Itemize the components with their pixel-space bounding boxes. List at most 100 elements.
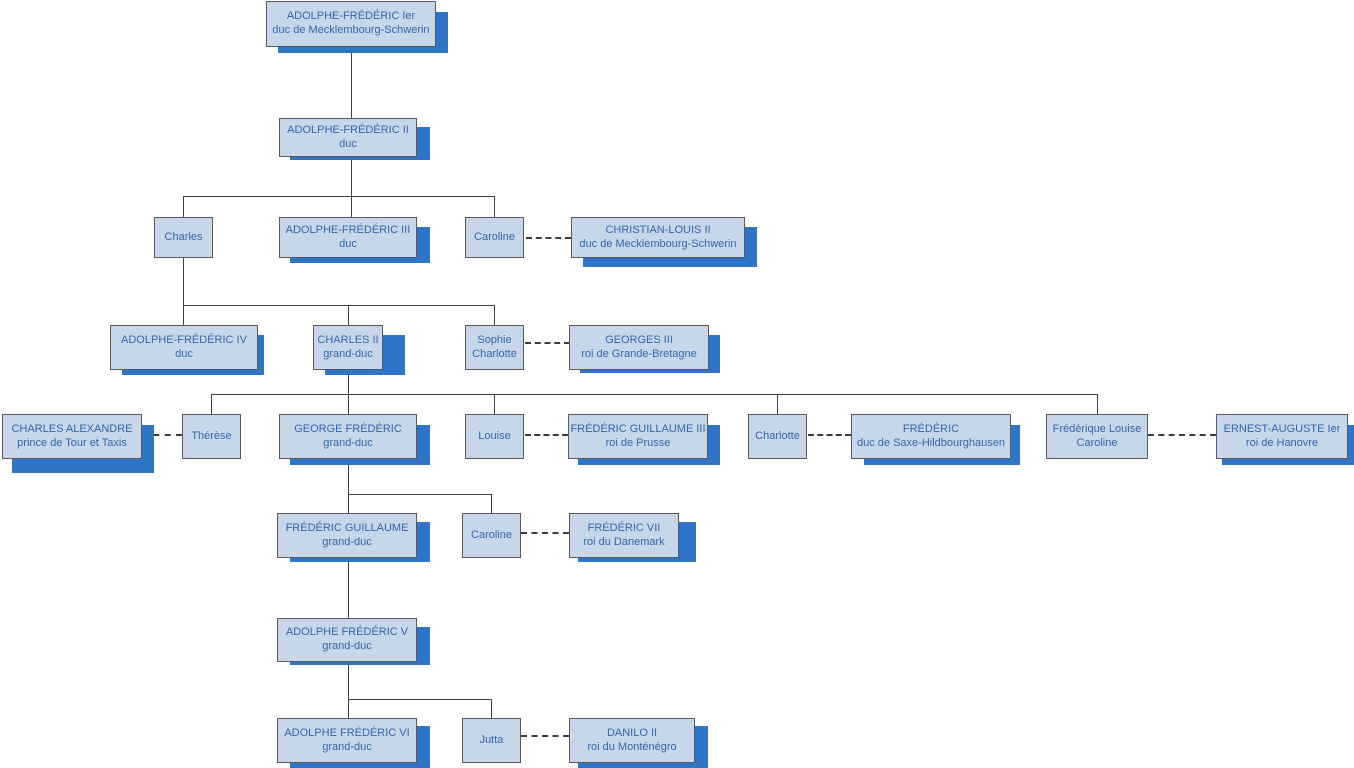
marriage-louise-fg3 [525,434,568,436]
sibling-bar-level6 [348,494,491,495]
connector-louise-up [494,394,495,414]
node-christian-louis-2[interactable]: CHRISTIAN-LOUIS II duc de Mecklembourg-S… [571,217,745,258]
connector-charles-up [183,196,184,217]
connector-af2-down [351,157,352,196]
node-title: grand-duc [322,740,372,753]
node-frederic-guillaume-3[interactable]: FRÉDÉRIC GUILLAUME III roi de Prusse [568,414,708,459]
node-title: roi de Prusse [605,436,671,449]
connector-fg-af5 [348,559,349,618]
node-title: duc de Mecklembourg-Schwerin [272,24,430,36]
node-title: roi de Grande-Bretagne [581,347,697,360]
connector-charles2-down [348,370,349,394]
node-name: ADOLPHE FRÉDÉRIC VI [284,726,410,739]
node-name: Charlotte [755,429,800,442]
node-georges-3[interactable]: GEORGES III roi de Grande-Bretagne [569,325,709,370]
node-name: DANILO II [606,726,658,739]
node-af5[interactable]: ADOLPHE FRÉDÉRIC V grand-duc [277,618,417,662]
node-caroline-2[interactable]: Caroline [462,513,521,558]
node-name: FRÉDÉRIC GUILLAUME [285,521,409,534]
connector-flc-up [1097,394,1098,414]
node-george-frederic[interactable]: GEORGE FRÉDÉRIC grand-duc [279,414,417,459]
sibling-bar-level4 [183,305,494,306]
node-af2[interactable]: ADOLPHE-FRÉDÉRIC II duc [279,118,417,157]
node-name: ADOLPHE-FRÉDÉRIC III [285,223,411,236]
sibling-bar-level5 [211,394,1097,395]
node-frederique-louise-caroline[interactable]: Frédérique Louise Caroline [1046,414,1148,459]
node-name: Thérèse [191,429,232,442]
connector-charles2-up [348,305,349,325]
node-af6[interactable]: ADOLPHE FRÉDÉRIC VI grand-duc [277,718,417,763]
connector-fg-up [348,494,349,513]
node-charlotte[interactable]: Charlotte [748,414,807,459]
node-title: roi du Monténégro [587,740,677,753]
node-name: Charles [164,230,203,243]
sibling-bar-level3 [183,196,495,197]
node-af4[interactable]: ADOLPHE-FRÉDÉRIC IV duc [110,325,258,370]
connector-af5-down [348,662,349,699]
node-name: FRÉDÉRIC GUILLAUME III [570,422,706,435]
node-title: duc [175,347,193,360]
node-louise[interactable]: Louise [465,414,524,459]
node-sophie-charlotte[interactable]: Sophie Charlotte [465,325,524,370]
node-charles[interactable]: Charles [154,217,213,258]
node-af3[interactable]: ADOLPHE-FRÉDÉRIC III duc [279,217,417,258]
connector-gf-up [348,394,349,414]
node-name: Louise [478,429,511,442]
node-title: Charlotte [472,347,517,360]
node-name: ADOLPHE-FRÉDÉRIC II [287,123,409,136]
node-ernest-auguste-1[interactable]: ERNEST-AUGUSTE Ier roi de Hanovre [1216,414,1348,459]
node-title: grand-duc [322,640,372,652]
connector-af6-up [348,699,349,718]
node-name: Caroline [474,230,515,243]
node-title: duc [339,237,357,250]
connector-gf-down [348,459,349,494]
node-title: roi du Danemark [583,535,665,548]
connector-charlotte-up [777,394,778,414]
node-title: duc de Mecklembourg-Schwerin [579,237,737,250]
node-name: Caroline [471,528,512,541]
node-name: CHARLES ALEXANDRE [11,422,133,435]
node-charles-2[interactable]: CHARLES II grand-duc [313,325,383,370]
node-charles-alexandre[interactable]: CHARLES ALEXANDRE prince de Tour et Taxi… [2,414,142,459]
node-name: ADOLPHE FRÉDÉRIC V [285,626,409,639]
sibling-bar-level8 [348,699,491,700]
node-title: duc [339,137,357,150]
node-name: Jutta [479,733,504,746]
connector-sophie-up [494,305,495,325]
node-title: grand-duc [322,535,372,548]
marriage-jutta-danilo2 [521,735,569,737]
node-name: ADOLPHE-FRÉDÉRIC IV [121,333,247,346]
node-name: CHRISTIAN-LOUIS II [605,223,711,236]
marriage-charlotte-fsaxe [808,434,851,436]
node-name: GEORGES III [605,333,673,346]
node-af1[interactable]: ADOLPHE-FRÉDÉRIC Ier duc de Mecklembourg… [266,1,436,47]
node-title: prince de Tour et Taxis [17,436,127,449]
node-name: FRÉDÉRIC [902,422,960,435]
node-title: grand-duc [323,347,373,360]
node-title: roi de Hanovre [1245,436,1319,449]
node-name: Frédérique Louise [1052,422,1142,435]
node-frederic-7[interactable]: FRÉDÉRIC VII roi du Danemark [569,513,679,558]
marriage-caroline2-f7 [521,532,569,534]
node-title: duc de Saxe-Hildbourghausen [857,436,1005,449]
node-therese[interactable]: Thérèse [182,414,241,459]
marriage-ca-therese [142,434,182,436]
node-jutta[interactable]: Jutta [462,718,521,763]
node-frederic-guillaume[interactable]: FRÉDÉRIC GUILLAUME grand-duc [277,513,417,558]
node-caroline-1[interactable]: Caroline [465,217,524,258]
node-name: Sophie [477,333,512,346]
connector-charles-down [183,258,184,305]
connector-jutta-up [491,699,492,718]
node-danilo-2[interactable]: DANILO II roi du Monténégro [569,718,695,763]
node-title: grand-duc [323,436,373,449]
node-frederic-saxe[interactable]: FRÉDÉRIC duc de Saxe-Hildbourghausen [851,414,1011,459]
marriage-sophie-georges3 [525,342,570,344]
node-name: CHARLES II [317,333,379,346]
marriage-flc-ea1 [1148,434,1216,436]
node-name: ADOLPHE-FRÉDÉRIC Ier [286,10,416,23]
connector-caroline1-up [494,196,495,217]
connector-af4-up [183,305,184,325]
node-name: ERNEST-AUGUSTE Ier [1223,422,1341,435]
node-name: FRÉDÉRIC VII [587,521,661,534]
